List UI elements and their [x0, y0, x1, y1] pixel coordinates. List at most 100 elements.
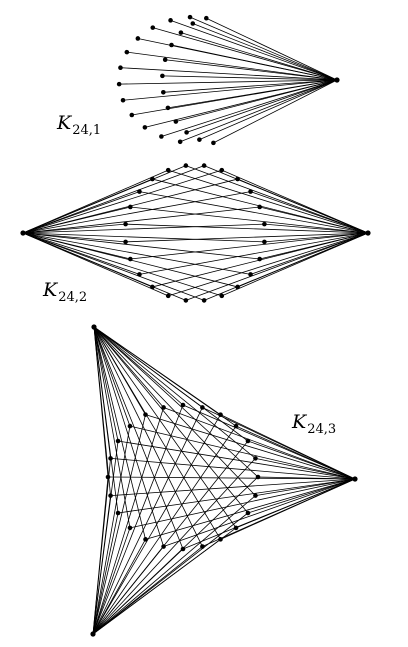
- small-vertex: [187, 14, 193, 20]
- edge: [92, 440, 119, 635]
- edge: [162, 75, 338, 81]
- edge: [168, 232, 369, 297]
- hub-vertex: [90, 631, 96, 637]
- small-vertex: [150, 284, 155, 290]
- edge: [163, 478, 356, 547]
- label-k24-1: K24,1: [57, 112, 102, 138]
- hub-vertex: [365, 230, 371, 236]
- small-vertex: [204, 15, 209, 21]
- edge: [235, 425, 356, 480]
- edge: [92, 414, 221, 635]
- edge: [92, 407, 203, 635]
- edge: [186, 79, 338, 133]
- edge: [93, 326, 184, 406]
- edge: [117, 478, 356, 514]
- small-vertex: [235, 284, 240, 290]
- small-vertex: [173, 119, 179, 124]
- edge: [139, 232, 369, 275]
- edge: [180, 79, 338, 143]
- edge: [192, 23, 338, 81]
- edge: [92, 539, 221, 635]
- edge: [163, 407, 356, 480]
- small-vertex: [142, 125, 148, 130]
- small-vertex: [183, 298, 189, 303]
- edge: [22, 169, 222, 234]
- small-vertex: [161, 544, 166, 549]
- small-vertex: [219, 167, 225, 173]
- edge: [125, 223, 369, 234]
- edge: [165, 59, 338, 81]
- small-vertex: [257, 204, 262, 210]
- edge: [202, 478, 356, 547]
- edge: [170, 19, 338, 81]
- edge: [182, 478, 356, 550]
- small-vertex: [180, 546, 186, 552]
- edge: [131, 79, 338, 116]
- edge: [161, 79, 338, 137]
- edge: [22, 232, 153, 288]
- small-vertex: [128, 256, 133, 262]
- edge: [22, 232, 251, 275]
- small-vertex: [127, 525, 133, 531]
- small-vertex: [218, 537, 223, 542]
- small-vertex: [178, 30, 184, 35]
- edge: [199, 79, 338, 141]
- edge: [130, 232, 369, 260]
- edge: [259, 206, 369, 234]
- edge: [221, 232, 369, 297]
- edge: [93, 326, 119, 442]
- edge: [237, 178, 369, 234]
- small-vertex: [245, 510, 251, 516]
- small-vertex: [137, 189, 142, 194]
- small-vertex: [108, 456, 113, 461]
- edge: [220, 414, 356, 480]
- edge: [110, 457, 356, 480]
- small-vertex: [262, 239, 267, 245]
- edge: [22, 165, 205, 234]
- small-vertex: [150, 176, 155, 182]
- edge: [120, 67, 338, 81]
- edge: [22, 165, 187, 234]
- edge: [93, 326, 164, 547]
- edge: [92, 414, 146, 635]
- edge: [22, 169, 169, 234]
- small-vertex: [160, 73, 165, 79]
- small-vertex: [169, 42, 174, 48]
- edge: [92, 440, 249, 635]
- small-vertex: [115, 510, 121, 516]
- label-k24-1-sub: 24,1: [72, 123, 102, 138]
- small-vertex: [257, 256, 262, 262]
- small-vertex: [253, 456, 258, 461]
- edge: [93, 326, 184, 550]
- small-vertex: [120, 97, 126, 103]
- small-vertex: [165, 105, 171, 111]
- small-vertex: [262, 221, 267, 227]
- hub-vertex: [91, 324, 97, 330]
- small-vertex: [108, 493, 113, 498]
- small-vertex: [190, 21, 196, 26]
- edge: [92, 404, 184, 635]
- small-vertex: [184, 130, 189, 135]
- edge: [92, 495, 256, 635]
- small-vertex: [124, 49, 130, 55]
- small-vertex: [115, 438, 121, 444]
- edge: [139, 191, 369, 234]
- label-k24-1-main: K: [57, 112, 72, 134]
- edge: [22, 232, 222, 297]
- edge: [93, 326, 203, 547]
- small-vertex: [105, 474, 111, 480]
- label-k24-2-sub: 24,2: [58, 290, 88, 305]
- edge: [185, 232, 369, 301]
- small-vertex: [201, 163, 207, 168]
- edge: [93, 326, 146, 415]
- small-vertex: [161, 405, 166, 410]
- edge: [168, 169, 369, 234]
- edge: [145, 478, 356, 540]
- edge: [93, 326, 146, 540]
- small-vertex: [248, 189, 253, 194]
- edge: [129, 425, 356, 480]
- label-k24-3: K24,3: [292, 413, 336, 437]
- edge: [117, 440, 356, 480]
- edge: [22, 232, 205, 301]
